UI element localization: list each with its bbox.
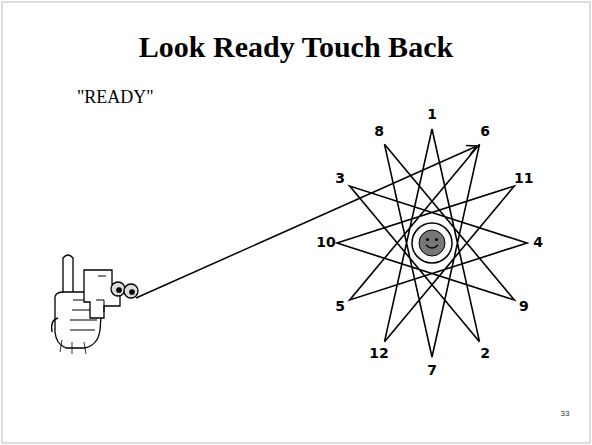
page-number: 33: [561, 410, 570, 419]
callout-number: 5: [335, 299, 345, 314]
pointing-arrow: [136, 146, 477, 298]
callout-number: 6: [480, 124, 490, 139]
slide-title: Look Ready Touch Back: [139, 30, 453, 63]
cue-text: "READY": [77, 88, 154, 108]
callout-number: 10: [316, 235, 335, 250]
callout-number: 1: [427, 107, 437, 122]
star-polygon: [337, 129, 527, 357]
callout-number: 2: [480, 346, 490, 361]
callout-number: 9: [519, 299, 529, 314]
callout-number: 3: [335, 171, 345, 186]
callout-number: 7: [427, 363, 437, 378]
callout-number: 8: [374, 124, 384, 139]
callout-number: 4: [533, 235, 543, 250]
callout-number: 11: [514, 171, 533, 186]
callout-number: 12: [369, 346, 388, 361]
pointing-hand-icon: [52, 255, 138, 354]
smiley-face: [412, 223, 452, 263]
